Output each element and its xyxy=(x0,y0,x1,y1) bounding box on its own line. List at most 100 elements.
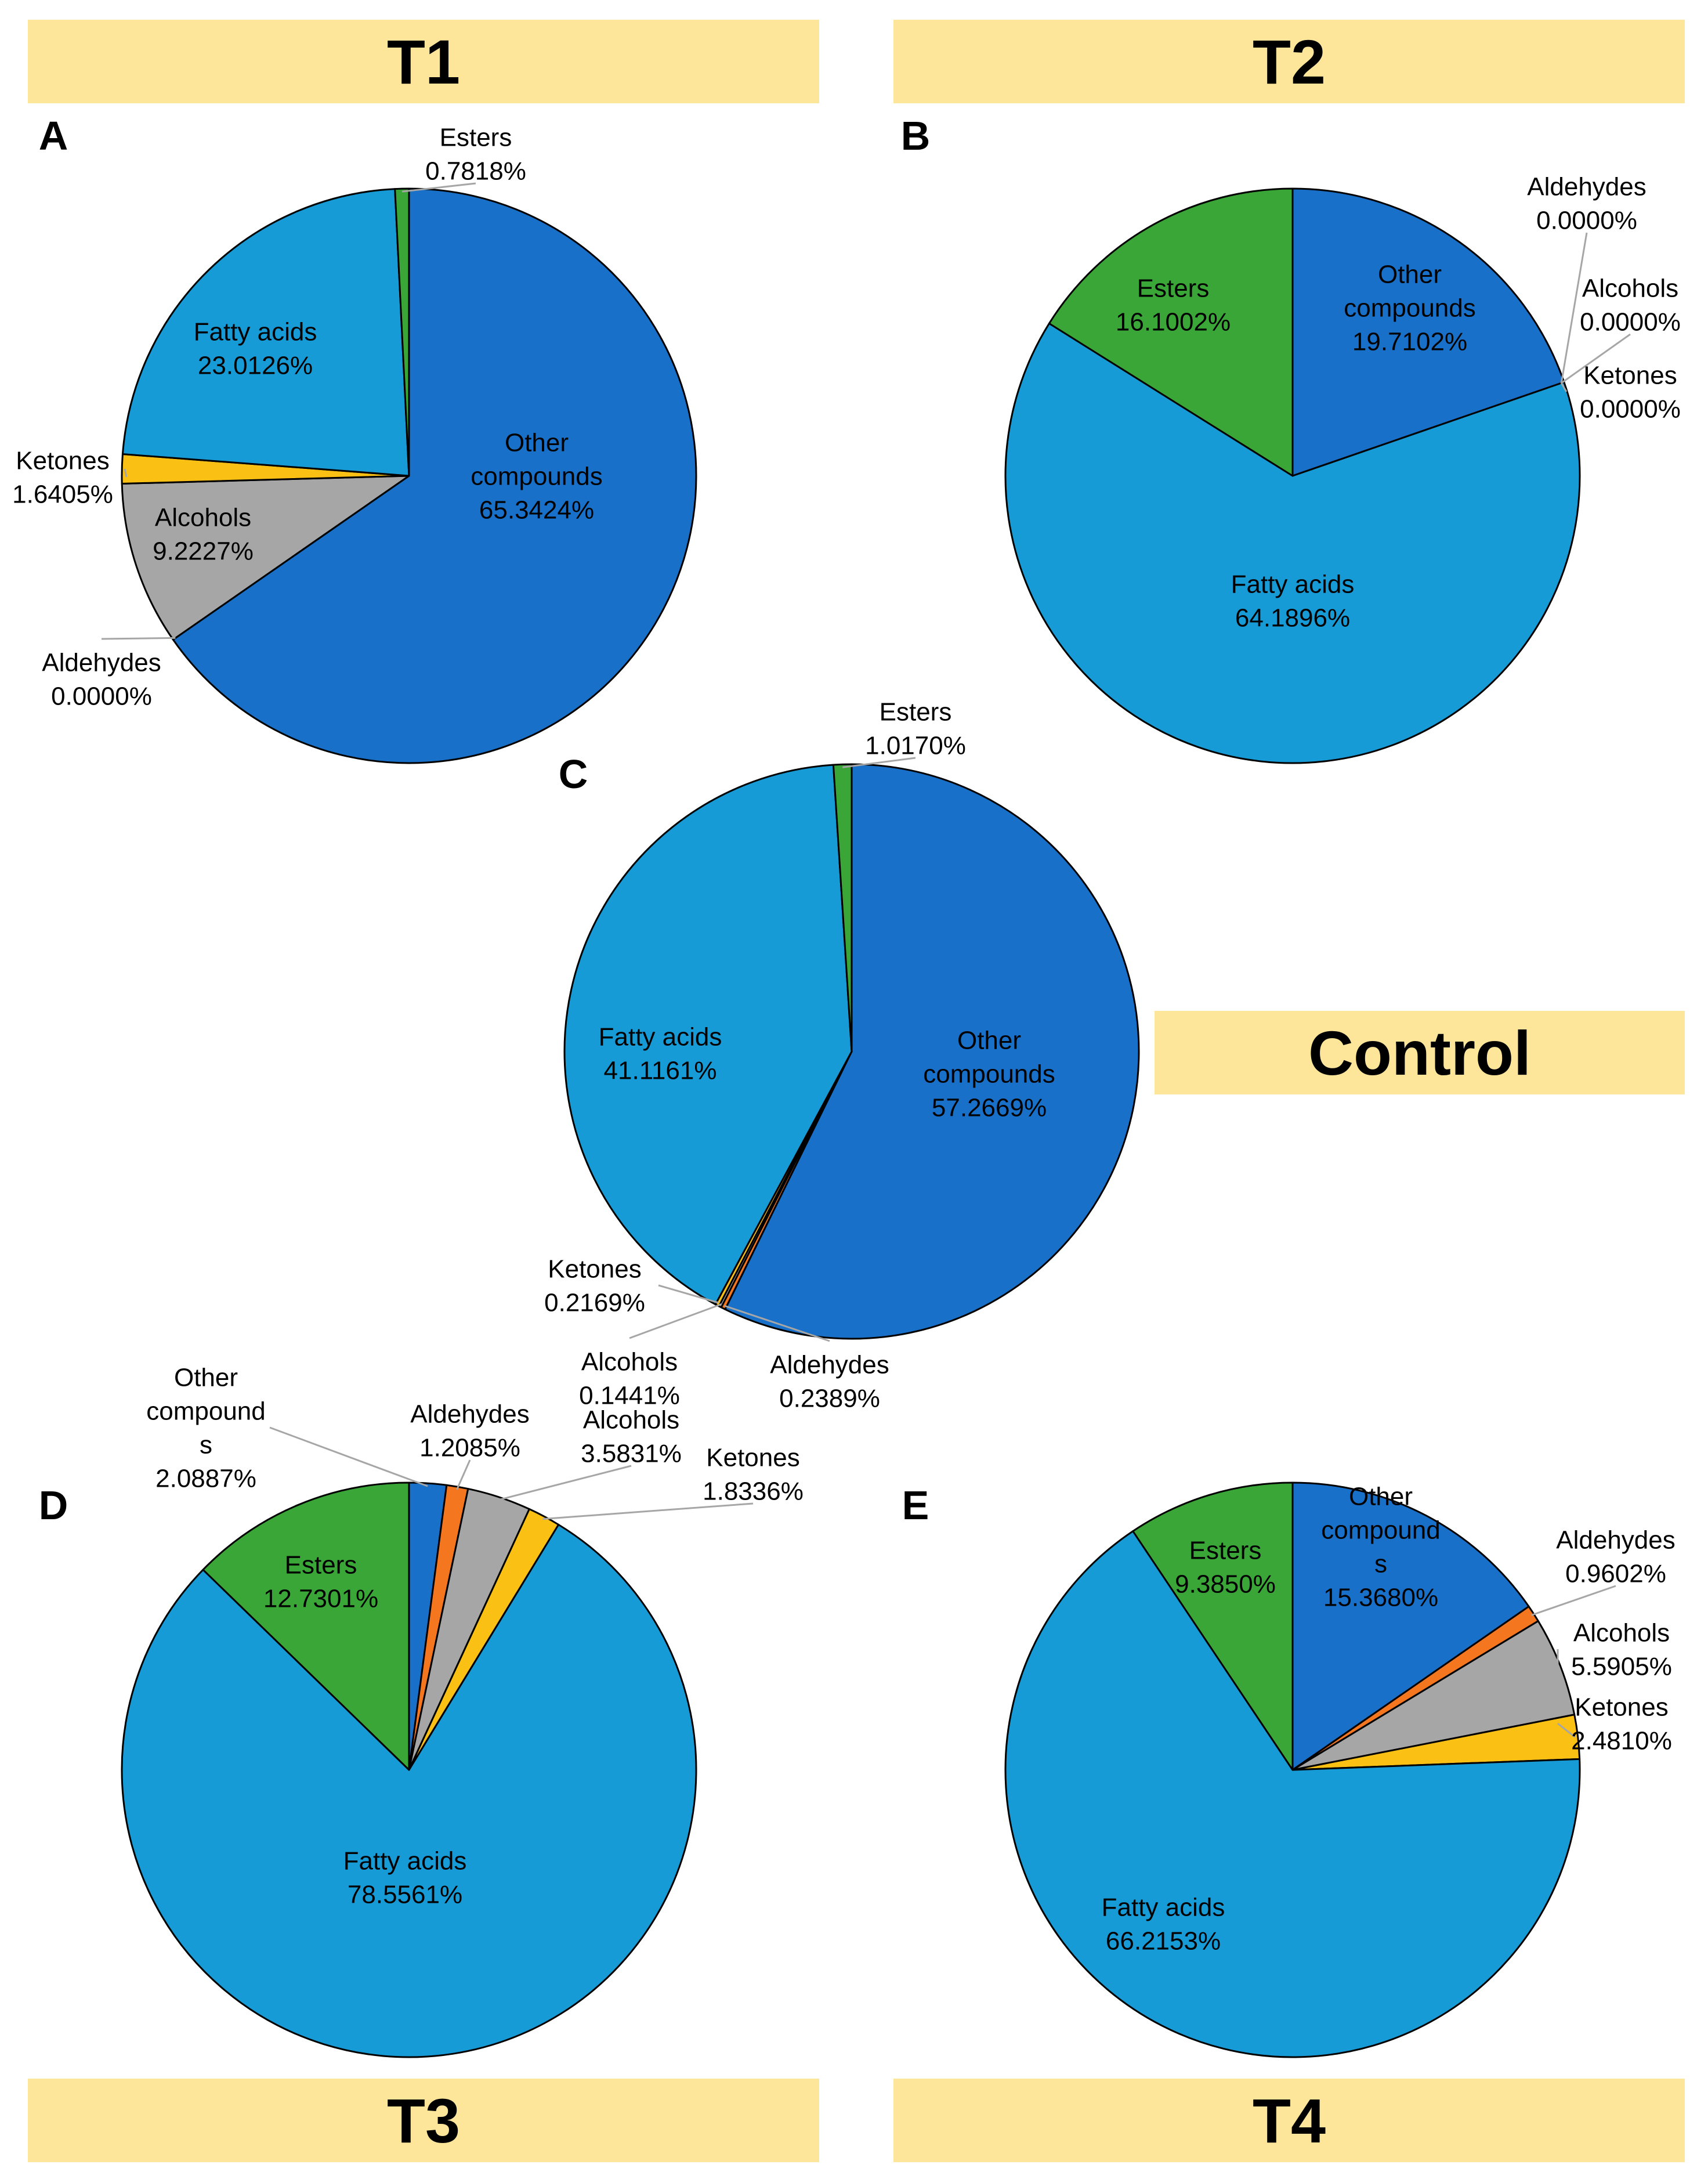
leader-line-ketones xyxy=(658,1284,719,1304)
data-label-aldehydes-value: 0.9602% xyxy=(1565,1559,1666,1588)
slice-other-compounds xyxy=(1291,187,1565,477)
leader-line-esters xyxy=(842,757,916,768)
data-label-aldehydes-value: 1.2085% xyxy=(419,1433,520,1462)
data-label-aldehydes-name: Aldehydes xyxy=(1556,1526,1675,1554)
leader-line-esters xyxy=(401,182,476,193)
slice-esters xyxy=(1132,1481,1294,1771)
data-label-other-compounds-name: s xyxy=(1374,1549,1387,1578)
data-label-esters-name: Esters xyxy=(1189,1536,1262,1564)
slice-alcohols xyxy=(121,475,410,641)
panel-letter: B xyxy=(901,113,931,158)
data-label-aldehydes-value: 0.0000% xyxy=(51,682,152,710)
data-label-aldehydes-name: Aldehydes xyxy=(1527,172,1646,201)
data-label-alcohols-name: Alcohols xyxy=(583,1405,679,1434)
slice-esters xyxy=(394,187,410,477)
data-label-other-compounds-name: compounds xyxy=(923,1060,1055,1088)
data-label-other-compounds-name: Other xyxy=(505,428,569,457)
data-label-fatty-acids-value: 66.2153% xyxy=(1106,1927,1221,1955)
data-label-alcohols-value: 0.0000% xyxy=(1580,308,1681,336)
data-label-alcohols-value: 5.5905% xyxy=(1571,1652,1672,1681)
slice-alcohols xyxy=(1291,1620,1576,1771)
leader-line-ketones xyxy=(1560,382,1568,392)
leader-line-aldehydes xyxy=(724,1304,830,1342)
data-label-aldehydes-name: Aldehydes xyxy=(42,648,161,677)
data-label-ketones-value: 2.4810% xyxy=(1571,1726,1672,1755)
data-label-other-compounds-value: 15.3680% xyxy=(1323,1583,1438,1611)
slice-fatty-acids xyxy=(1004,322,1581,764)
data-label-esters-name: Esters xyxy=(880,698,952,726)
data-label-aldehydes-name: Aldehydes xyxy=(770,1350,889,1379)
data-label-esters-value: 12.7301% xyxy=(263,1584,378,1613)
slice-other-compounds xyxy=(172,187,697,764)
data-label-ketones-value: 1.6405% xyxy=(12,480,113,508)
data-label-esters-name: Esters xyxy=(440,123,512,151)
banner-t2: T2 xyxy=(893,20,1685,103)
leader-line-aldehydes xyxy=(101,637,176,640)
panel-letter: C xyxy=(559,751,588,797)
data-label-alcohols-value: 9.2227% xyxy=(153,537,254,565)
data-label-other-compounds-name: compounds xyxy=(1344,294,1475,322)
data-label-esters-value: 1.0170% xyxy=(865,731,966,760)
data-label-fatty-acids-value: 41.1161% xyxy=(604,1056,717,1085)
data-label-other-compounds-value: 2.0887% xyxy=(155,1464,256,1493)
data-label-alcohols-value: 3.5831% xyxy=(581,1439,682,1468)
slice-fatty-acids xyxy=(563,764,853,1306)
data-label-alcohols-name: Alcohols xyxy=(581,1347,678,1376)
data-label-ketones-name: Ketones xyxy=(16,446,109,475)
data-label-other-compounds-name: Other xyxy=(1349,1482,1413,1511)
banner-t1: T1 xyxy=(28,20,819,103)
data-label-fatty-acids-name: Fatty acids xyxy=(1102,1893,1225,1921)
leader-line-alcohols xyxy=(498,1465,632,1501)
banner-t4: T4 xyxy=(893,2079,1685,2162)
leader-line-aldehydes xyxy=(1530,1585,1616,1616)
leader-line-ketones xyxy=(1557,1722,1576,1738)
slice-esters xyxy=(1048,187,1294,477)
data-label-aldehydes-value: 0.0000% xyxy=(1536,206,1637,234)
data-label-ketones-name: Ketones xyxy=(548,1255,641,1283)
slice-fatty-acids xyxy=(121,188,410,477)
data-label-fatty-acids-name: Fatty acids xyxy=(194,317,317,346)
data-label-fatty-acids-name: Fatty acids xyxy=(1231,570,1355,598)
pie-panel-d: DOthercompounds2.0887%Aldehydes1.2085%Al… xyxy=(39,1363,804,2058)
data-label-ketones-value: 0.0000% xyxy=(1580,395,1681,423)
data-label-fatty-acids-value: 23.0126% xyxy=(198,351,313,380)
banner-control: Control xyxy=(1155,1011,1685,1094)
data-label-other-compounds-name: Other xyxy=(957,1026,1021,1054)
data-label-aldehydes-value: 0.2389% xyxy=(779,1384,880,1412)
data-label-other-compounds-name: compounds xyxy=(471,462,602,490)
leader-line-ketones xyxy=(124,468,128,478)
pie-panel-a: AOthercompounds65.3424%Aldehydes0.0000%A… xyxy=(12,113,697,764)
slice-esters xyxy=(202,1481,410,1771)
data-label-esters-value: 0.7818% xyxy=(425,157,526,185)
data-label-fatty-acids-value: 64.1896% xyxy=(1235,604,1350,632)
data-label-aldehydes-name: Aldehydes xyxy=(410,1400,529,1428)
data-label-esters-value: 16.1002% xyxy=(1116,308,1231,336)
data-label-other-compounds-name: Other xyxy=(174,1363,238,1392)
slice-other-compounds xyxy=(1291,1481,1530,1771)
slice-fatty-acids xyxy=(1004,1530,1581,2058)
panel-letter: A xyxy=(39,113,68,158)
data-label-fatty-acids-value: 78.5561% xyxy=(348,1880,462,1909)
slice-esters xyxy=(832,763,853,1053)
data-label-other-compounds-name: s xyxy=(200,1430,212,1459)
panel-letter: E xyxy=(902,1483,929,1528)
data-label-fatty-acids-name: Fatty acids xyxy=(599,1022,722,1051)
data-label-other-compounds-value: 57.2669% xyxy=(932,1093,1047,1122)
data-label-ketones-name: Ketones xyxy=(1583,361,1677,389)
leader-line-alcohols xyxy=(1561,333,1631,384)
slice-fatty-acids xyxy=(121,1523,697,2058)
pie-panel-b: BOthercompounds19.7102%Aldehydes0.0000%A… xyxy=(901,113,1681,764)
leader-line-ketones xyxy=(542,1502,754,1520)
leader-line-other-compounds xyxy=(269,1426,428,1487)
pie-panel-c: C Other compounds 57.2669% Aldehydes 0.2389% A… xyxy=(544,698,1140,1412)
banner-t3: T3 xyxy=(28,2079,819,2162)
panel-letter: D xyxy=(39,1483,68,1528)
leader-line-aldehydes xyxy=(1560,232,1588,384)
data-label-fatty-acids-name: Fatty acids xyxy=(343,1846,467,1875)
data-label-ketones-value: 1.8336% xyxy=(703,1477,804,1505)
slice-other-compounds xyxy=(724,763,1140,1340)
data-label-alcohols-value: 0.1441% xyxy=(579,1381,680,1410)
data-label-other-compounds-value: 65.3424% xyxy=(479,496,594,524)
